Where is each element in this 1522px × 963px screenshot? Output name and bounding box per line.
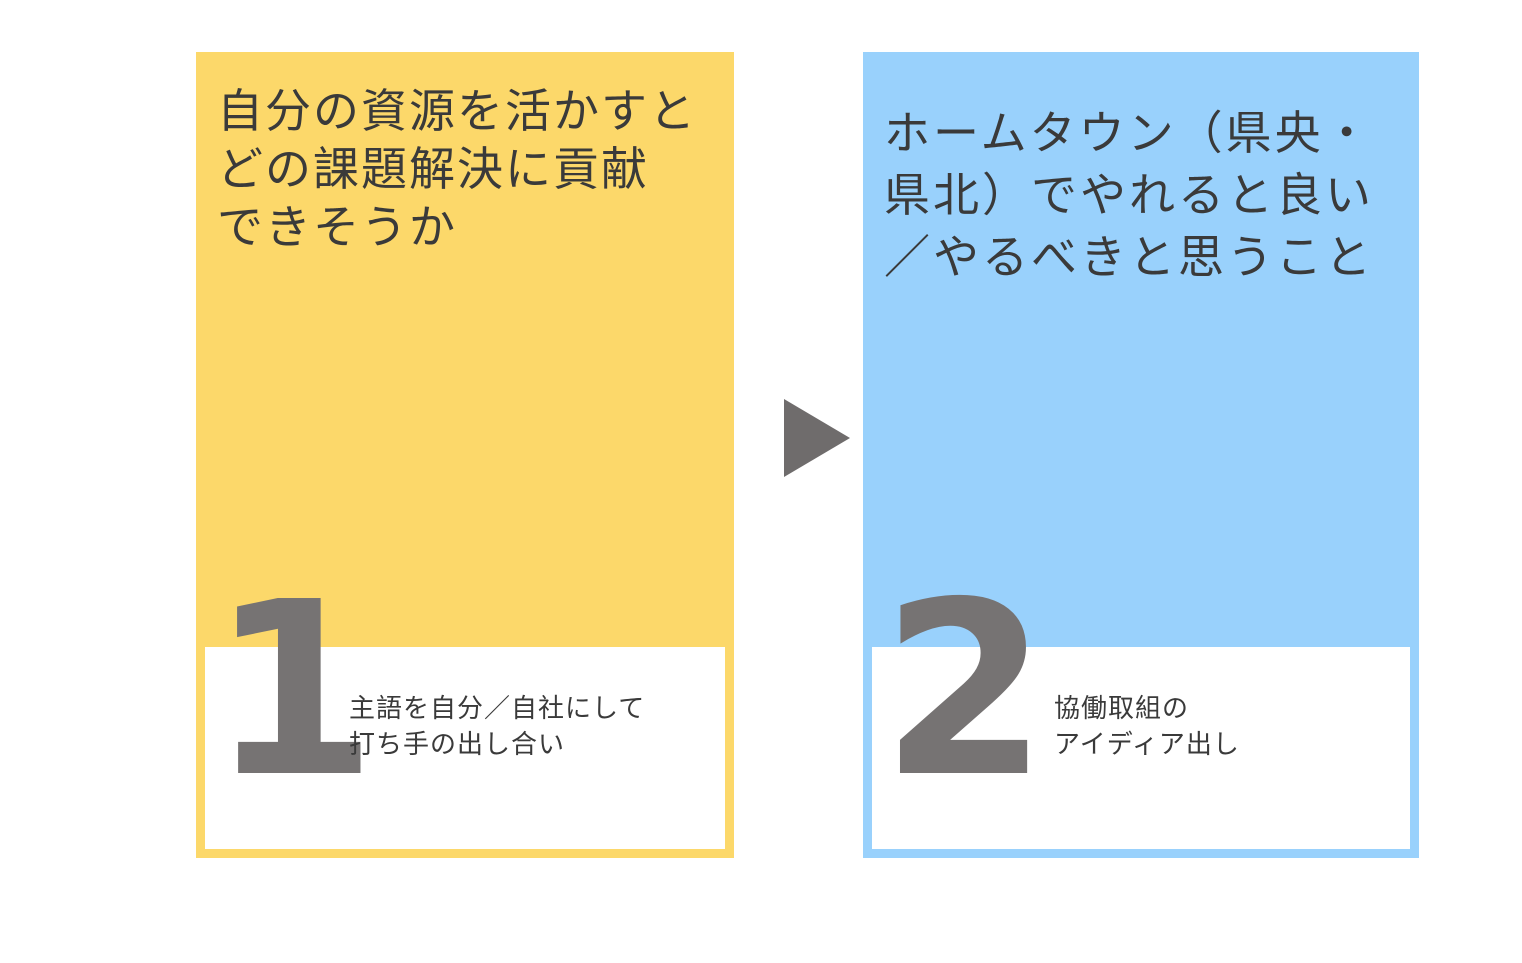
- step-number-1: 1: [210, 550, 377, 830]
- step-card-1: 自分の資源を活かすと どの課題解決に貢献 できそうか 1 主語を自分／自社にして…: [196, 52, 734, 858]
- step-number-2: 2: [881, 550, 1048, 830]
- card-1-note-line: 主語を自分／自社にして: [349, 694, 646, 724]
- triangle-right-icon: [784, 399, 850, 477]
- card-2-title-line: ホームタウン（県央・: [884, 106, 1373, 160]
- arrow-shape: [784, 399, 850, 477]
- card-2-note-line: 協働取組の: [1054, 694, 1190, 724]
- card-2-title-line: ／やるべきと思うこと: [884, 230, 1374, 284]
- card-2-note-line: アイディア出し: [1054, 730, 1240, 760]
- card-2-note-box: [872, 647, 1410, 849]
- step-card-2: ホームタウン（県央・ 県北）でやれると良い ／やるべきと思うこと 2 協働取組の…: [863, 52, 1419, 858]
- card-1-note-box: [205, 647, 725, 849]
- card-2-title-line: 県北）でやれると良い: [884, 168, 1374, 222]
- card-2-note: 協働取組の アイディア出し: [1054, 691, 1240, 763]
- card-1-note: 主語を自分／自社にして 打ち手の出し合い: [349, 691, 645, 763]
- card-1-title: 自分の資源を活かすと どの課題解決に貢献 できそうか: [217, 82, 697, 256]
- card-2-title: ホームタウン（県央・ 県北）でやれると良い ／やるべきと思うこと: [884, 102, 1374, 288]
- card-1-title-line: できそうか: [217, 200, 457, 254]
- card-1-title-line: どの課題解決に貢献: [217, 142, 649, 196]
- card-1-note-line: 打ち手の出し合い: [349, 730, 566, 760]
- card-1-title-line: 自分の資源を活かすと: [217, 84, 697, 138]
